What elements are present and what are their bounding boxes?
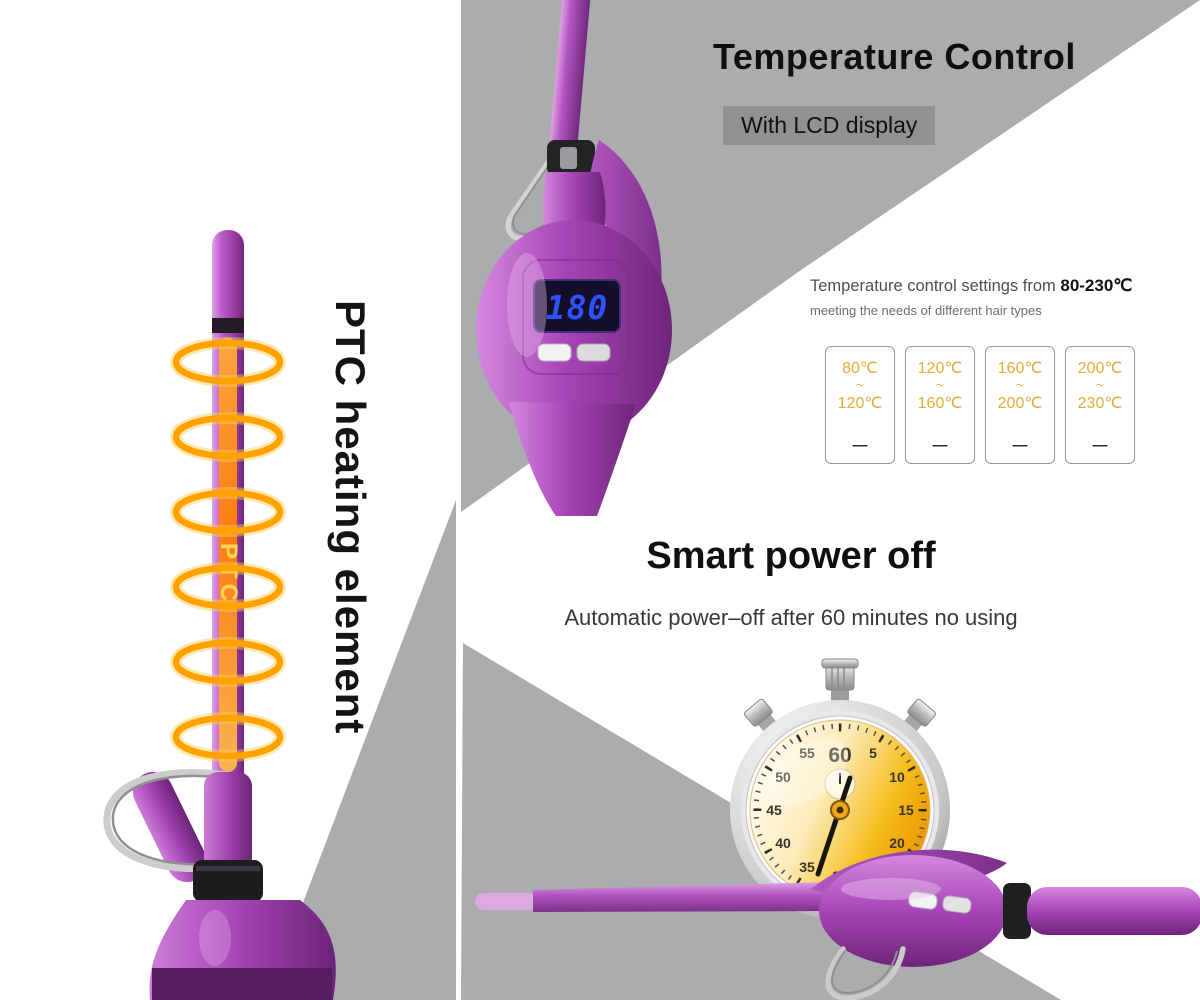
temp-up-button — [537, 343, 572, 362]
stopwatch-pusher-right — [902, 698, 936, 734]
svg-text:45: 45 — [766, 802, 782, 818]
svg-text:35: 35 — [799, 859, 815, 875]
smart-power-subtitle: Automatic power–off after 60 minutes no … — [564, 605, 1018, 630]
card-to: 120℃ — [837, 394, 883, 412]
temp-down-button — [576, 343, 611, 362]
iron-body — [819, 855, 1007, 967]
temperature-range-cards: 80℃ ~ 120℃ — 120℃ ~ 160℃ — 160℃ ~ 200℃ —… — [825, 346, 1135, 464]
settings-line: Temperature control settings from 80-230… — [810, 276, 1133, 295]
iron-handle — [103, 769, 336, 1000]
settings-range: 80-230℃ — [1060, 276, 1133, 295]
power-off-illustration: 60 5 10 15 20 25 30 35 40 45 50 55 — [475, 658, 1200, 1000]
svg-text:40: 40 — [775, 835, 791, 851]
temp-card: 160℃ ~ 200℃ — — [985, 346, 1055, 464]
lcd-value: 180 — [546, 288, 609, 327]
temp-card: 120℃ ~ 160℃ — — [905, 346, 975, 464]
card-dash: — — [932, 437, 948, 454]
heat-rings — [170, 337, 286, 762]
card-dash: — — [1012, 437, 1028, 454]
rod-tip — [475, 893, 537, 910]
card-tilde: ~ — [1015, 377, 1025, 394]
clip-wire — [103, 769, 247, 873]
lcd-screen — [533, 279, 621, 333]
card-from: 120℃ — [917, 360, 963, 377]
smart-power-off-panel: 60 5 10 15 20 25 30 35 40 45 50 55 — [461, 521, 1200, 1000]
clip-wire — [825, 946, 906, 1000]
smart-power-title: Smart power off — [646, 535, 936, 577]
stopwatch-crown — [821, 658, 859, 704]
curling-iron-lcd: 180 — [476, 0, 672, 516]
svg-text:50: 50 — [775, 769, 791, 785]
card-to: 230℃ — [1077, 394, 1123, 412]
heating-rod — [212, 230, 244, 795]
temp-card: 200℃ ~ 230℃ — — [1065, 346, 1135, 464]
card-dash: — — [1092, 437, 1108, 454]
stopwatch-pusher-left — [744, 698, 778, 734]
handle — [1027, 887, 1200, 935]
ptc-heading: PTC heating element — [327, 300, 374, 735]
curling-iron-horizontal — [475, 849, 1200, 1000]
svg-text:5: 5 — [869, 745, 877, 761]
collar — [1003, 883, 1031, 939]
temperature-settings-text: Temperature control settings from 80-230… — [810, 276, 1170, 318]
card-to: 160℃ — [917, 394, 963, 412]
rod-ptc-label: PTC — [215, 543, 242, 606]
svg-text:60: 60 — [828, 744, 851, 767]
card-tilde: ~ — [855, 377, 865, 394]
card-from: 160℃ — [997, 360, 1043, 377]
stopwatch-numbers: 60 5 10 15 20 25 30 35 40 45 50 55 — [766, 744, 914, 884]
lcd-display-badge: With LCD display — [723, 106, 936, 145]
body-lower — [509, 402, 636, 516]
settings-note: meeting the needs of different hair type… — [810, 303, 1042, 318]
svg-text:15: 15 — [898, 802, 914, 818]
card-to: 200℃ — [997, 394, 1043, 412]
temperature-title: Temperature Control — [713, 36, 1076, 77]
curling-iron-vertical: PTC — [103, 230, 336, 1000]
card-tilde: ~ — [935, 377, 945, 394]
ptc-heating-panel: PTC — [0, 0, 456, 1000]
power-button — [908, 891, 938, 910]
temperature-control-panel: 180 Temperature Control With LCD display… — [461, 0, 1200, 516]
card-dash: — — [852, 437, 868, 454]
control-panel-outline — [522, 259, 630, 375]
svg-text:20: 20 — [889, 835, 905, 851]
mode-button — [942, 895, 972, 914]
stopwatch-hand — [815, 775, 853, 877]
svg-text:55: 55 — [799, 745, 815, 761]
hinge-screw — [560, 147, 577, 169]
card-from: 200℃ — [1077, 360, 1123, 377]
card-tilde: ~ — [1095, 377, 1105, 394]
upper-rod — [549, 0, 591, 151]
svg-text:10: 10 — [889, 769, 905, 785]
card-from: 80℃ — [842, 360, 878, 377]
rod — [533, 882, 829, 912]
temp-card: 80℃ ~ 120℃ — — [825, 346, 895, 464]
